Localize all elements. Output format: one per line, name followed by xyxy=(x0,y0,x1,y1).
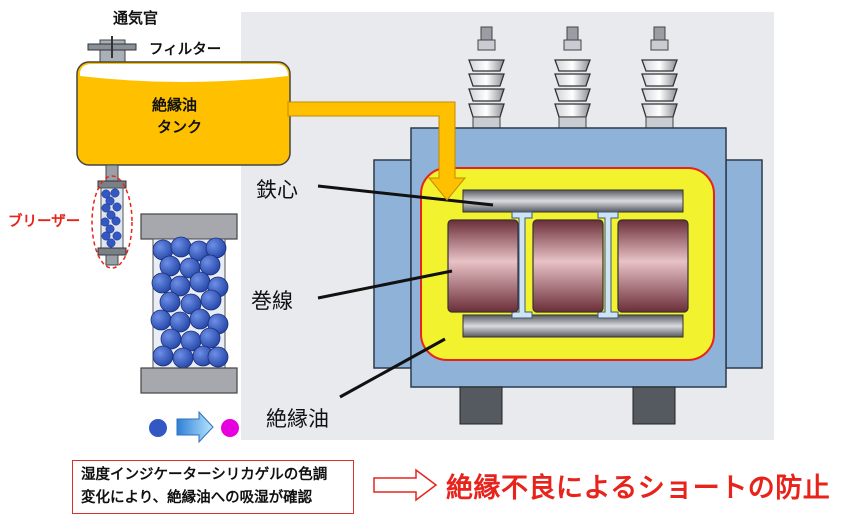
winding-coil-2 xyxy=(532,219,604,313)
color-change-indicator xyxy=(149,410,239,444)
oil-flow-arrow xyxy=(287,101,467,201)
radiator-right xyxy=(725,159,763,369)
silica-gel-enlarged xyxy=(140,213,238,394)
foot-left xyxy=(459,386,503,425)
note-box: 湿度インジケーターシリカゲルの色調 変化により、絶縁油への吸湿が確認 xyxy=(72,460,354,514)
breather-bead xyxy=(101,231,111,241)
silica-gel-bead xyxy=(199,254,221,276)
spacer-right xyxy=(597,211,619,319)
pointer-winding xyxy=(317,269,453,300)
silica-gel-bead xyxy=(189,308,211,330)
breather-bead xyxy=(106,210,116,220)
silica-gel-bead xyxy=(170,236,192,258)
silica-gel-bead xyxy=(199,327,221,349)
silica-gel-bead xyxy=(172,347,194,369)
breather-bead xyxy=(105,196,115,206)
silica-gel-bead xyxy=(200,289,222,311)
breather-silica-gel xyxy=(100,188,122,248)
note-line-1: 湿度インジケーターシリカゲルの色調 xyxy=(81,467,328,483)
change-arrow xyxy=(176,410,214,444)
silica-gel-bead xyxy=(207,346,229,368)
foot-right xyxy=(632,386,676,425)
silica-gel-bead xyxy=(150,309,172,331)
label-winding: 巻線 xyxy=(251,289,293,313)
breather-bead xyxy=(101,203,111,213)
winding-coil-3 xyxy=(617,219,689,313)
spacer-left xyxy=(511,211,533,319)
silica-gel-bead xyxy=(151,272,173,294)
silica-gel-bead xyxy=(169,311,191,333)
headline: 絶縁不良によるショートの防止 xyxy=(446,473,831,504)
breather-bead xyxy=(101,189,111,199)
note-line-2: 変化により、絶縁油への吸湿が確認 xyxy=(81,490,313,506)
silica-gel-bead xyxy=(159,291,181,313)
silica-blue-dot xyxy=(149,419,167,437)
bushing-middle xyxy=(554,26,591,129)
silica-gel-bead xyxy=(169,275,191,297)
bushing-left xyxy=(468,26,505,129)
breather-bead xyxy=(106,238,116,248)
silica-gel-bead xyxy=(152,345,174,367)
transformer-body xyxy=(373,127,763,425)
breather xyxy=(91,164,133,269)
label-tank-line1: 絶縁油 xyxy=(152,96,198,114)
label-breather: ブリーザー xyxy=(8,214,81,230)
core-top xyxy=(462,189,684,213)
result-arrow xyxy=(373,468,438,502)
label-insulating-oil: 絶縁油 xyxy=(266,407,329,431)
bushing-right xyxy=(641,26,678,129)
breather-bead xyxy=(111,216,121,226)
breather-bead xyxy=(110,188,120,198)
breather-bead xyxy=(112,231,122,241)
breather-highlight xyxy=(91,175,133,269)
breather-bead xyxy=(112,202,122,212)
breather-bead xyxy=(100,217,110,227)
label-vent-pipe: 通気官 xyxy=(113,9,159,27)
label-core: 鉄心 xyxy=(256,178,298,202)
label-tank-line2: タンク xyxy=(157,118,203,136)
tank-air-space xyxy=(80,64,288,82)
pointer-oil xyxy=(339,337,446,399)
winding-coil-1 xyxy=(447,219,519,313)
core-bottom xyxy=(462,314,684,338)
silica-gel-bead xyxy=(189,271,211,293)
label-filter: フィルター xyxy=(149,42,222,58)
bushings xyxy=(468,26,678,129)
breather-bead xyxy=(105,224,115,234)
silica-pink-dot xyxy=(221,419,239,437)
pointer-core xyxy=(317,184,494,207)
